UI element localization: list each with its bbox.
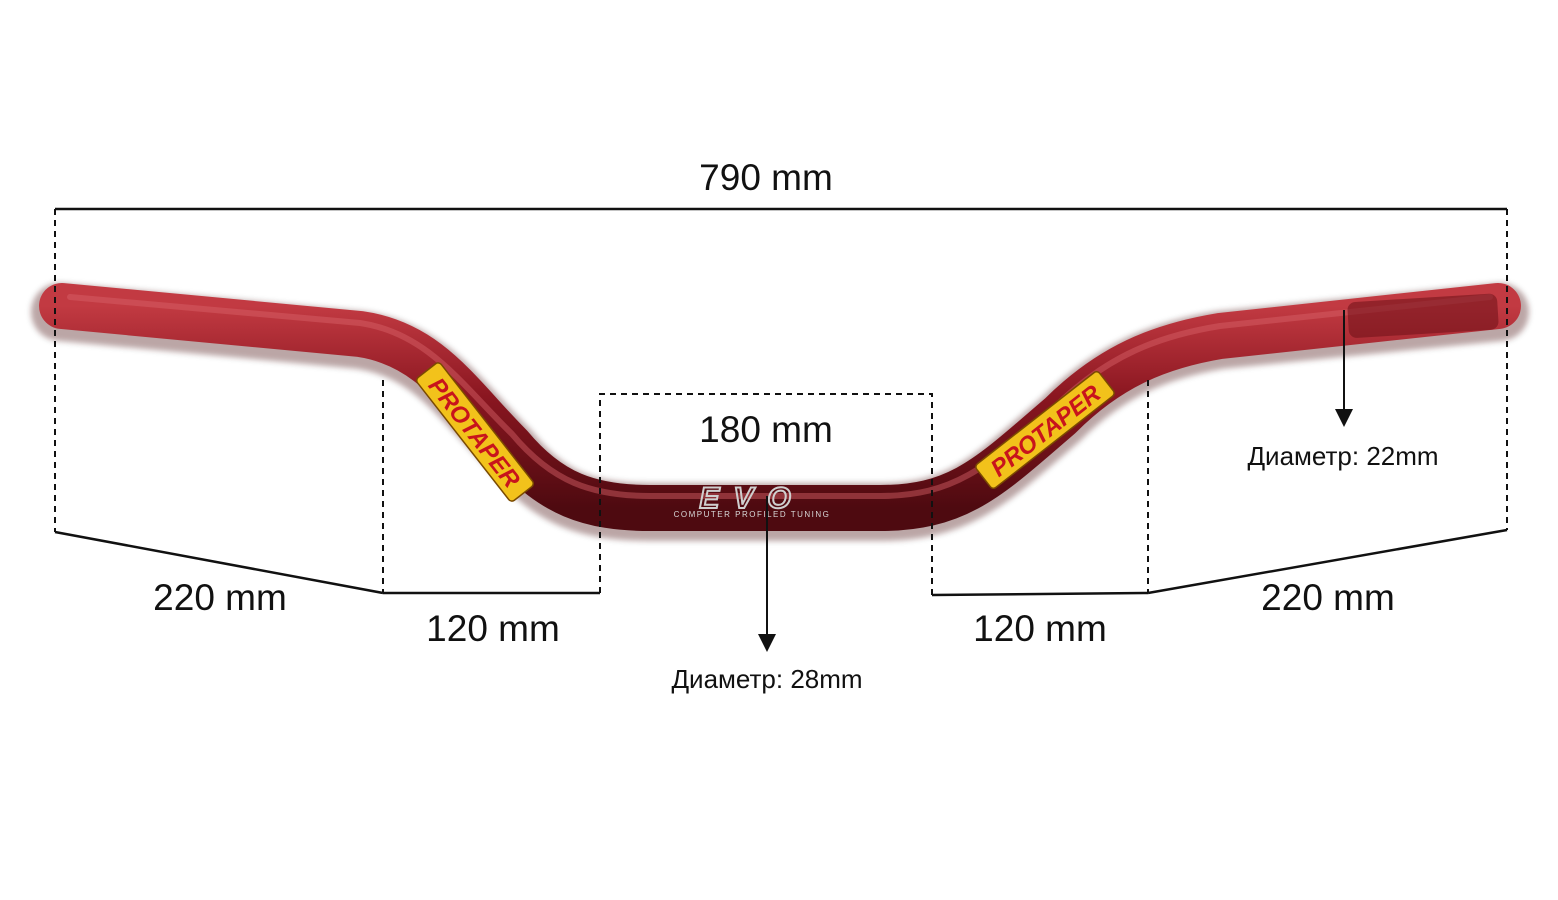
right-rise-line [931, 591, 1149, 597]
arrowheads [758, 409, 1353, 652]
grip-diameter-label: Диаметр: 22mm [1247, 441, 1438, 471]
grip-arrowhead [1335, 409, 1353, 427]
center-width-label: 180 mm [699, 409, 833, 450]
knurled-grip-zone [1347, 293, 1499, 338]
center-diameter-label: Диаметр: 28mm [671, 664, 862, 694]
decal-plate [975, 371, 1115, 489]
handlebar [31, 283, 1529, 541]
center-bracket [599, 393, 933, 595]
protaper-decal-right: PROTAPER [975, 371, 1115, 489]
right-outer-line [1147, 528, 1508, 595]
center-arrowhead [758, 634, 776, 652]
evo-tagline-text: COMPUTER PROFILED TUNING [674, 510, 831, 519]
handlebar-highlight [67, 294, 1493, 499]
evo-decal: EVO COMPUTER PROFILED TUNING [674, 481, 831, 519]
evo-model-text: EVO [699, 482, 804, 515]
left-rise-label: 120 mm [426, 608, 560, 649]
right-rise-label: 120 mm [973, 608, 1107, 649]
handlebar-tube [39, 283, 1521, 531]
left-outer-line [54, 530, 384, 595]
decal-plate [416, 362, 534, 502]
right-outer-label: 220 mm [1261, 577, 1395, 618]
total-width-label: 790 mm [699, 157, 833, 198]
dimension-lines [54, 207, 1508, 638]
left-outer-label: 220 mm [153, 577, 287, 618]
